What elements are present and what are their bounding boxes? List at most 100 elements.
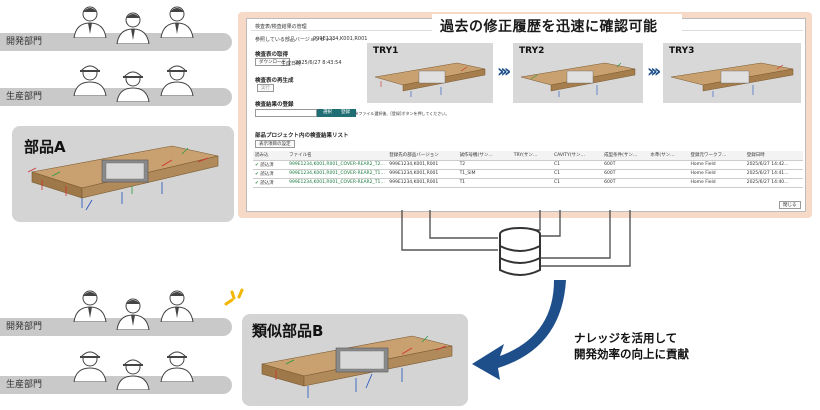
table-cell: C1 (551, 160, 603, 170)
col-header[interactable]: 成型条件(サン… (602, 151, 649, 161)
file-name-link[interactable]: 999E1234,K001,R001_COVER-REAR2_T2… (287, 160, 388, 170)
inspection-results-table: 読み込 ファイル名 登録先の部品バージョン 試作号機(サン… TRY(サン… C… (253, 151, 803, 188)
select-file-button[interactable]: 選択 (317, 109, 338, 117)
register-section-title: 検査結果の登録 (255, 102, 294, 108)
col-header[interactable]: 試作号機(サン… (457, 151, 512, 161)
col-header[interactable]: 水準(サン… (648, 151, 689, 161)
table-cell: T2 (457, 160, 512, 170)
download-button[interactable]: ダウンロード (255, 58, 290, 66)
hardhat-person-icon (160, 65, 194, 96)
knowledge-line1: ナレッジを活用して (574, 331, 678, 345)
inspection-manager-window: 検査表/検査結果の管理 参照している部品バージョンセット 999E1234,K0… (246, 18, 806, 212)
register-note: ※ファイル選択後、[登録]ボタンを押してください。 (355, 111, 450, 116)
hardhat-person-icon (116, 71, 150, 102)
check-icon: ✔ (255, 162, 259, 168)
table-row[interactable]: ✔ 読込済 999E1234,K001,R001_COVER-REAR2_T1…… (253, 178, 803, 188)
file-name-link[interactable]: 999E1234,K001,R001_COVER-REAR2_T1… (287, 178, 388, 188)
try2-label: TRY2 (519, 46, 545, 56)
breadcrumb: 検査表/検査結果の管理 (255, 24, 307, 30)
table-cell (511, 160, 552, 170)
table-cell: 600T (602, 160, 649, 170)
status-cell: 読込済 (260, 162, 274, 168)
file-name-link[interactable]: 999E1234,K001,R001_COVER-REAR2_T1… (287, 169, 388, 179)
table-cell: T1 (457, 178, 512, 188)
col-header[interactable]: TRY(サン… (511, 151, 552, 161)
status-cell: 読込済 (260, 171, 274, 177)
person-icon (160, 290, 194, 322)
hardhat-person-icon (116, 359, 150, 390)
hardhat-person-icon (73, 65, 107, 96)
table-cell: Home Field (688, 160, 745, 170)
part-b-title: 類似部品B (252, 322, 324, 340)
chevron-right-icon: ››› (647, 61, 661, 82)
part-a-model-image (27, 145, 219, 211)
col-header[interactable]: 登録日時 (744, 151, 803, 161)
table-cell: 600T (602, 169, 649, 179)
spark-icon (224, 288, 244, 306)
list-section-title: 部品プロジェクト内の検査結果リスト (255, 133, 349, 139)
table-row[interactable]: ✔ 読込済 999E1234,K001,R001_COVER-REAR2_T1…… (253, 169, 803, 179)
table-header-row: 読み込 ファイル名 登録先の部品バージョン 試作号機(サン… TRY(サン… C… (253, 151, 803, 161)
regen-section-title: 検査表の再生成 (255, 78, 294, 84)
table-cell: 2025/6/27 14:40… (744, 178, 803, 188)
table-cell (648, 169, 689, 179)
person-icon (73, 6, 107, 38)
try3-label: TRY3 (669, 46, 695, 56)
regen-run-button[interactable]: 実行 (257, 84, 274, 92)
register-button[interactable]: 登録 (335, 109, 356, 117)
try2-model-image (520, 62, 636, 97)
status-cell: 読込済 (260, 180, 274, 186)
table-cell: 600T (602, 178, 649, 188)
try2-panel: TRY2 (513, 43, 643, 103)
try1-panel: TRY1 (367, 43, 493, 103)
table-cell (648, 160, 689, 170)
knowledge-line2: 開発効率の向上に貢献 (574, 347, 689, 361)
knowledge-message: ナレッジを活用して 開発効率の向上に貢献 (574, 330, 689, 362)
check-icon: ✔ (255, 171, 259, 177)
date-label: 生成日時 (281, 61, 302, 67)
part-b-model-image (261, 335, 453, 398)
hardhat-person-icon (160, 351, 194, 382)
chevron-right-icon: ››› (497, 61, 511, 82)
table-cell: 2025/6/27 14:42… (744, 160, 803, 170)
part-b-card: 類似部品B (242, 314, 468, 406)
hardhat-person-icon (73, 351, 107, 382)
ref-value: 999E1234,K001,R001 (313, 36, 368, 42)
table-cell: 999E1234,K001,R001 (387, 160, 458, 170)
col-header[interactable]: CAVITY(サン… (551, 151, 603, 161)
try3-model-image (670, 62, 794, 97)
get-section-title: 検査表の取得 (255, 52, 289, 58)
hero-headline: 過去の修正履歴を迅速に確認可能 (440, 19, 658, 35)
table-cell (511, 178, 552, 188)
display-settings-button[interactable]: 表示項目の設定 (255, 140, 295, 148)
prod-dept-label: 生産部門 (6, 380, 43, 390)
table-cell: C1 (551, 178, 603, 188)
try1-model-image (374, 62, 486, 97)
person-icon (116, 12, 150, 44)
col-header[interactable]: 登録元ワークフ… (688, 151, 745, 161)
dev-dept-label: 開発部門 (6, 322, 43, 332)
dev-dept-label: 開発部門 (6, 37, 43, 47)
prod-dept-label: 生産部門 (6, 92, 43, 102)
table-cell: Home Field (688, 178, 745, 188)
table-row[interactable]: ✔ 読込済 999E1234,K001,R001_COVER-REAR2_T2…… (253, 160, 803, 170)
db-connector-lines (401, 210, 631, 267)
col-header[interactable]: ファイル名 (287, 151, 388, 161)
table-cell: 2025/6/27 14:41… (744, 169, 803, 179)
col-header[interactable]: 登録先の部品バージョン (387, 151, 458, 161)
try1-label: TRY1 (373, 46, 399, 56)
file-path-input[interactable] (255, 109, 317, 117)
table-cell: C1 (551, 169, 603, 179)
person-icon (73, 290, 107, 322)
close-button[interactable]: 閉じる (779, 201, 801, 209)
col-header[interactable]: 読み込 (253, 151, 288, 161)
curved-arrow-icon (472, 280, 566, 380)
ref-label: 参照している部品バージョンセット (255, 37, 335, 43)
person-icon (160, 6, 194, 38)
hero-text-bg (432, 14, 682, 38)
table-cell: 999E1234,K001,R001 (387, 169, 458, 179)
table-cell: 999E1234,K001,R001 (387, 178, 458, 188)
check-icon: ✔ (255, 180, 259, 186)
table-cell: T1_SIM (457, 169, 512, 179)
date-value: 2025/6/27 8:43:54 (295, 60, 342, 66)
